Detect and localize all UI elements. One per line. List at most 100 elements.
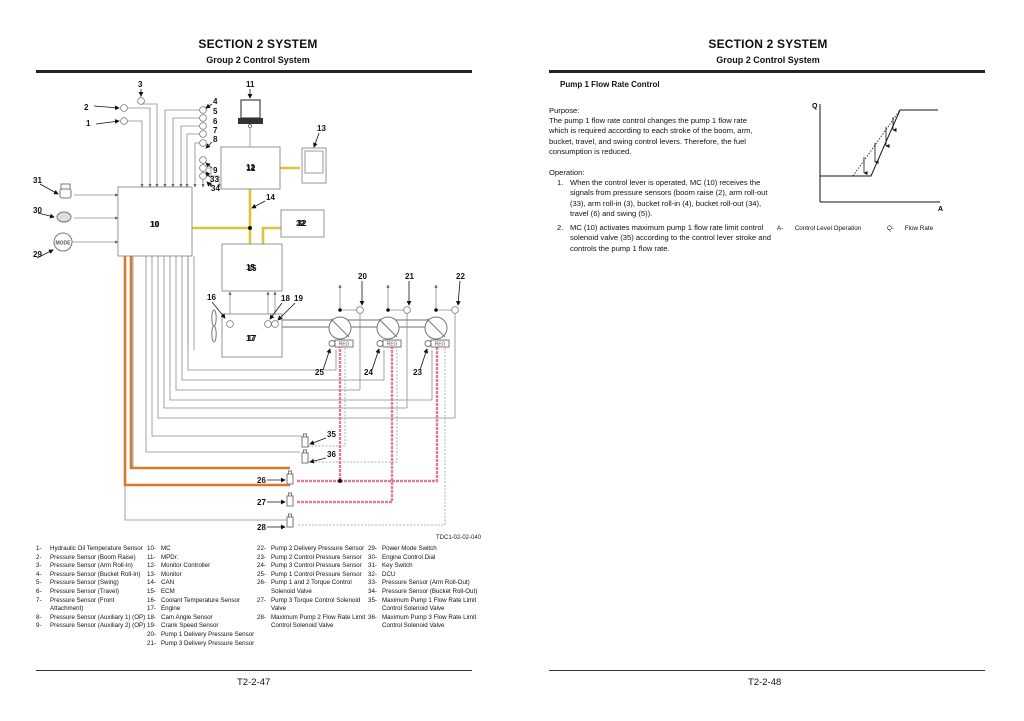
legend-text: Pump 2 Control Pressure Sensor [271, 553, 362, 561]
callout-arrow [277, 302, 296, 321]
legend-item: 25-Pump 1 Control Pressure Sensor [257, 571, 367, 580]
solenoid-coil-icon [288, 513, 292, 518]
purpose-label: Purpose: [549, 106, 580, 115]
legend-text: Crank Speed Sensor [161, 622, 219, 630]
legend-number: 11- [147, 553, 156, 561]
callout-label: 14 [266, 193, 275, 202]
legend-text: Pump 3 Control Pressure Sensor [271, 562, 362, 570]
legend-number: 1- [36, 545, 42, 552]
wire-sensor [179, 125, 200, 188]
callout-arrow [205, 162, 213, 169]
crank-sensor-icon [271, 320, 279, 328]
step-text: When the control lever is operated, MC (… [570, 178, 768, 218]
mc-box [117, 186, 193, 257]
solenoid-coil-icon [303, 433, 307, 438]
footer-rule [549, 670, 985, 671]
legend-item: 36-Maximum Pump 3 Flow Rate Limit Contro… [368, 614, 478, 631]
legend-number: 16- [147, 596, 156, 604]
legend-text: Monitor Controller [161, 562, 211, 570]
pressure-sensor-icon [199, 164, 207, 172]
can-bus-dcu [261, 226, 281, 244]
control-pressure-sensor-icon [424, 340, 432, 347]
legend-text: MPDr. [161, 553, 179, 561]
wire-sensor-1 [127, 120, 144, 188]
legend-item: 12-Monitor Controller [147, 562, 257, 571]
callout-label: 6 [213, 117, 218, 126]
solenoid-coil-icon [288, 470, 292, 475]
legend-text: Cam Angle Sensor [161, 613, 213, 621]
legend-key: A- [777, 225, 784, 232]
laptop-connector [248, 124, 252, 128]
callout-arrow [309, 457, 327, 464]
legend-text: Control Level Operation [794, 225, 862, 232]
legend-item: 4-Pressure Sensor (Bucket Roll-In) [36, 571, 146, 580]
legend-item: 35- Maximum Pump 1 Flow Rate Limit Contro… [368, 597, 478, 614]
legend-text: Pump 3 Delivery Pressure Sensor [161, 639, 255, 647]
group-title: Group 2 Control System [206, 55, 310, 65]
legend-item: 27-Pump 3 Torque Control Solenoid Valve [257, 597, 367, 614]
legend-text: Pressure Sensor (Auxiliary 2) (OP) [50, 622, 146, 630]
component-label: 32 [298, 219, 307, 228]
operation-step: 1. When the control lever is operated, M… [557, 178, 772, 219]
figure-id: TDC1-02-02-040 [436, 535, 482, 541]
callout-label: 10 [150, 220, 159, 229]
coolant-sensor-icon [226, 320, 234, 328]
callout-label: 4 [213, 97, 218, 106]
graph-legend-q: Q- Flow Rate [887, 225, 933, 232]
legend-text: Pressure Sensor (Auxiliary 1) (OP) [50, 613, 146, 621]
legend-text: Pump 1 Delivery Pressure Sensor [161, 630, 255, 638]
callout-arrow [206, 181, 212, 187]
legend-text: Coolant Temperature Sensor [161, 596, 240, 604]
legend-item: 8-Pressure Sensor (Auxiliary 1) (OP) [36, 614, 146, 623]
legend-number: 2- [36, 553, 42, 561]
legend-text: Power Mode Switch [382, 545, 437, 552]
callout-label: 12 [246, 163, 255, 172]
legend-number: 15- [147, 587, 156, 595]
callout-arrow [313, 132, 320, 148]
solenoid-valve-icon [301, 452, 309, 464]
legend-number: 34- [368, 587, 377, 595]
legend-item: 23- Pump 2 Control Pressure Sensor [257, 554, 367, 563]
callout-arrow [309, 437, 327, 445]
legend-text: Pressure Sensor (Travel) [50, 587, 119, 595]
callout-label: 1 [86, 119, 91, 128]
legend-number: 9- [36, 622, 42, 630]
wire-sensor [185, 133, 200, 188]
callout-label: 22 [456, 272, 465, 281]
regulator-label: REG [387, 342, 398, 348]
callout-arrow [251, 200, 266, 209]
legend-item: 28-Maximum Pump 2 Flow Rate Limit Contro… [257, 614, 367, 631]
pilot-line-dashed [308, 347, 398, 463]
pressure-sensor-icon [199, 156, 207, 164]
wire-mc-output [151, 256, 302, 437]
callout-arrow [211, 301, 226, 319]
legend-text: CAN [161, 579, 175, 587]
wire-sensor-2 [127, 107, 152, 188]
legend-number: 33- [368, 579, 377, 587]
callout-label: 26 [257, 476, 266, 485]
callout-arrow [205, 171, 211, 178]
section-title: SECTION 2 SYSTEM [198, 37, 318, 51]
legend-item: 6-Pressure Sensor (Travel) [36, 588, 146, 597]
legend-number: 35- [368, 596, 377, 604]
legend-text: DCU [382, 570, 396, 578]
legend-item: 5-Pressure Sensor (Swing) [36, 579, 146, 588]
callout-label: 3 [138, 80, 143, 89]
legend-item: 20-Pump 1 Delivery Pressure Sensor [147, 631, 257, 640]
monitor-controller-box [220, 146, 281, 190]
legend-number: 23- [257, 553, 266, 561]
callout-label: 18 [281, 294, 290, 303]
legend-item: 33-Pressure Sensor (Arm Roll-Out) [368, 579, 478, 588]
wire-sensor [171, 117, 200, 188]
legend-text: Maximum Pump 1 Flow Rate Limit Control S… [382, 596, 477, 613]
legend-item: 1-Hydraulic Oil Temperature Sensor [36, 545, 146, 554]
callout-arrow [39, 183, 59, 195]
legend-item: 14-CAN [147, 579, 257, 588]
torque-control-wire [123, 256, 290, 487]
delivery-sensor-icon [356, 306, 364, 314]
footer-rule [36, 670, 472, 671]
pressure-sensor-icon [199, 139, 207, 147]
legend-text: Pressure Sensor (Swing) [50, 579, 119, 587]
